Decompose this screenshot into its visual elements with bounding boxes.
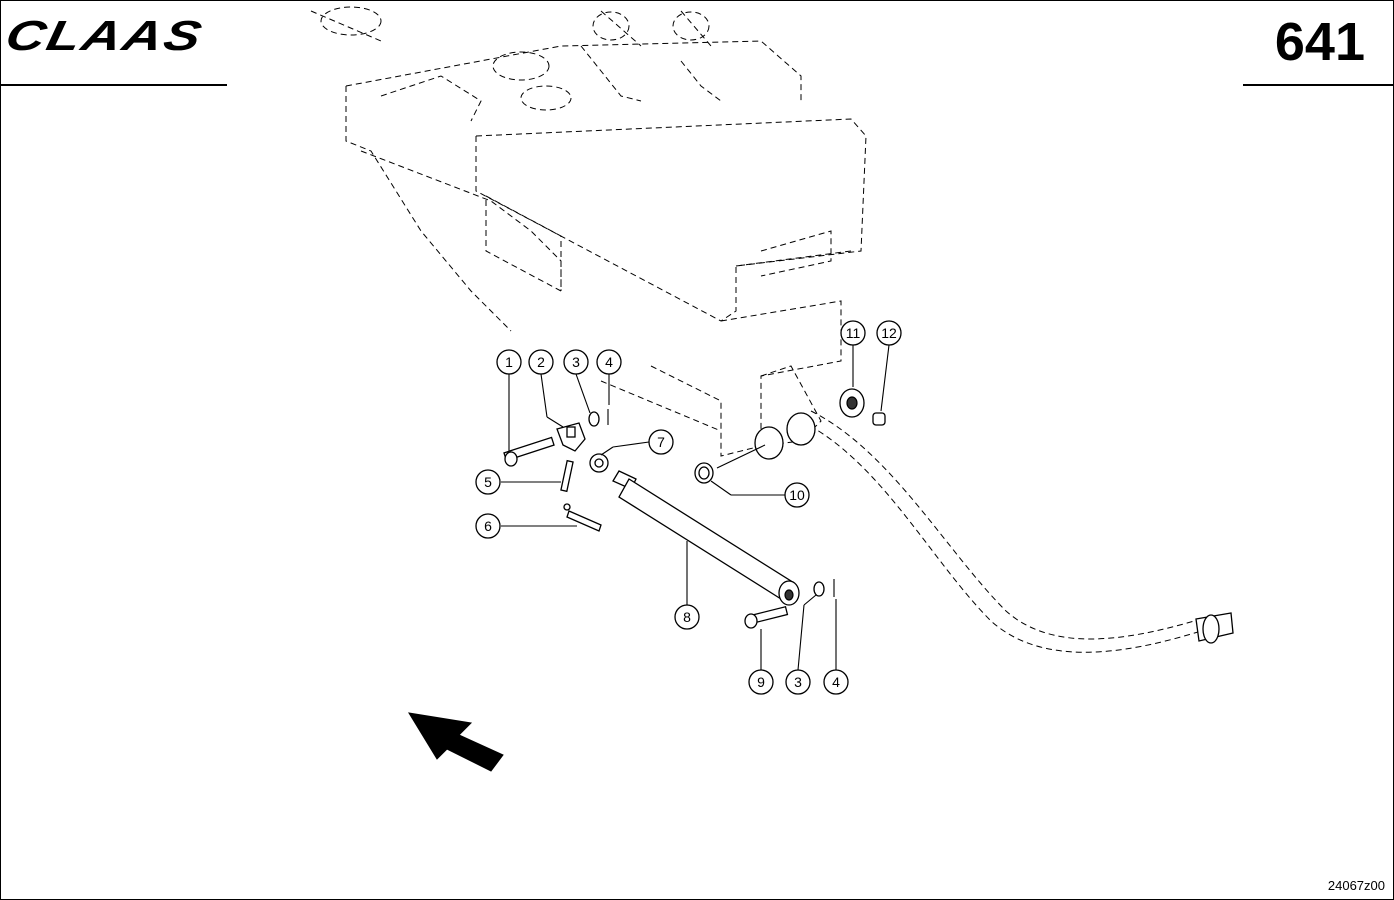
callout-8: 8: [674, 604, 700, 630]
callout-10-label: 10: [789, 487, 805, 503]
direction-arrow-icon: [408, 712, 504, 772]
callout-3b: 3: [785, 669, 811, 695]
callout-12-label: 12: [881, 325, 897, 341]
leader-lines: [501, 344, 890, 671]
callout-1: 1: [496, 349, 522, 375]
callout-4b: 4: [823, 669, 849, 695]
callout-4a-label: 4: [605, 354, 613, 370]
brand-logo: CLAAS: [1, 12, 208, 60]
callout-6-label: 6: [484, 518, 492, 534]
callout-5-label: 5: [484, 474, 492, 490]
screw-12: [872, 412, 886, 426]
callout-8-label: 8: [683, 609, 691, 625]
callout-1-label: 1: [505, 354, 513, 370]
callout-6: 6: [475, 513, 501, 539]
page-number: 641: [1274, 12, 1365, 72]
callout-3b-label: 3: [794, 674, 802, 690]
bolt-1: [503, 436, 555, 467]
mount-bracket: [716, 412, 816, 469]
callout-2: 2: [528, 349, 554, 375]
callout-4b-label: 4: [832, 674, 840, 690]
callout-3a: 3: [563, 349, 589, 375]
drawing-code: 24067z00: [1327, 878, 1385, 893]
callout-7-label: 7: [657, 434, 665, 450]
callout-10: 10: [784, 482, 810, 508]
bolt-9: [744, 605, 789, 629]
header-right-rule: [1243, 84, 1393, 86]
callout-11-label: 11: [846, 325, 861, 341]
callout-3a-label: 3: [572, 354, 580, 370]
callout-11: 11: [840, 320, 866, 346]
washer-3a: [588, 411, 600, 427]
clip-5: [560, 459, 574, 493]
ring-10: [694, 462, 714, 484]
callout-9-label: 9: [757, 674, 765, 690]
callout-7: 7: [648, 429, 674, 455]
bushing-11: [839, 388, 865, 418]
armrest-console-outline: [310, 6, 1202, 653]
washer-3b: [813, 581, 825, 597]
nut-7: [589, 453, 609, 473]
fitting-6: [563, 503, 602, 532]
callout-5: 5: [475, 469, 501, 495]
bracket-2: [556, 422, 586, 452]
callout-9: 9: [748, 669, 774, 695]
cable-connector: [1195, 612, 1234, 644]
gas-spring-8: [612, 470, 800, 606]
callout-12: 12: [876, 320, 902, 346]
header-left-rule: [1, 84, 227, 86]
callout-2-label: 2: [537, 354, 545, 370]
callout-4a: 4: [596, 349, 622, 375]
